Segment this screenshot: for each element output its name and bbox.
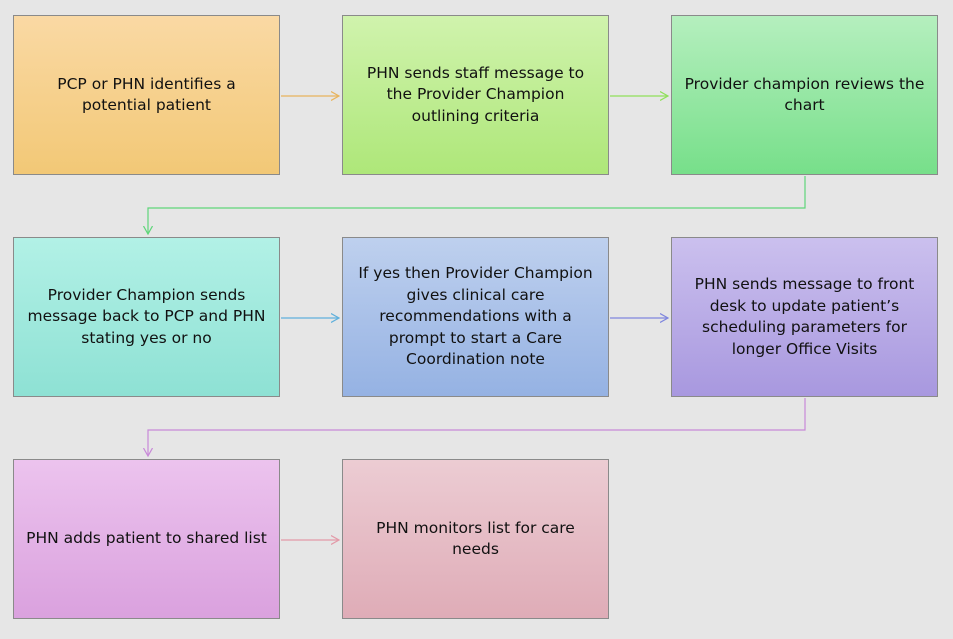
step-2-box: PHN sends staff message to the Provider … [342, 15, 609, 175]
step-2-text: PHN sends staff message to the Provider … [366, 63, 585, 125]
arrow-step3-to-step4 [148, 176, 806, 234]
step-1-box: PCP or PHN identifies a potential patien… [13, 15, 280, 175]
step-3-box: Provider champion reviews the chart [671, 15, 938, 175]
arrow-step6-to-step7 [148, 398, 806, 456]
step-7-box: PHN adds patient to shared list [13, 459, 280, 619]
step-5-box: If yes then Provider Champion gives clin… [342, 237, 609, 397]
step-3-text: Provider champion reviews the chart [684, 74, 925, 115]
step-8-box: PHN monitors list for care needs [342, 459, 609, 619]
step-6-box: PHN sends message to front desk to updat… [671, 237, 938, 397]
step-1-text: PCP or PHN identifies a potential patien… [57, 74, 236, 115]
step-4-text: Provider Champion sends message back to … [27, 285, 266, 347]
step-4-box: Provider Champion sends message back to … [13, 237, 280, 397]
step-5-text: If yes then Provider Champion gives clin… [358, 264, 593, 369]
step-7-text: PHN adds patient to shared list [26, 529, 267, 548]
step-8-text: PHN monitors list for care needs [376, 518, 575, 559]
step-6-text: PHN sends message to front desk to updat… [694, 275, 915, 358]
